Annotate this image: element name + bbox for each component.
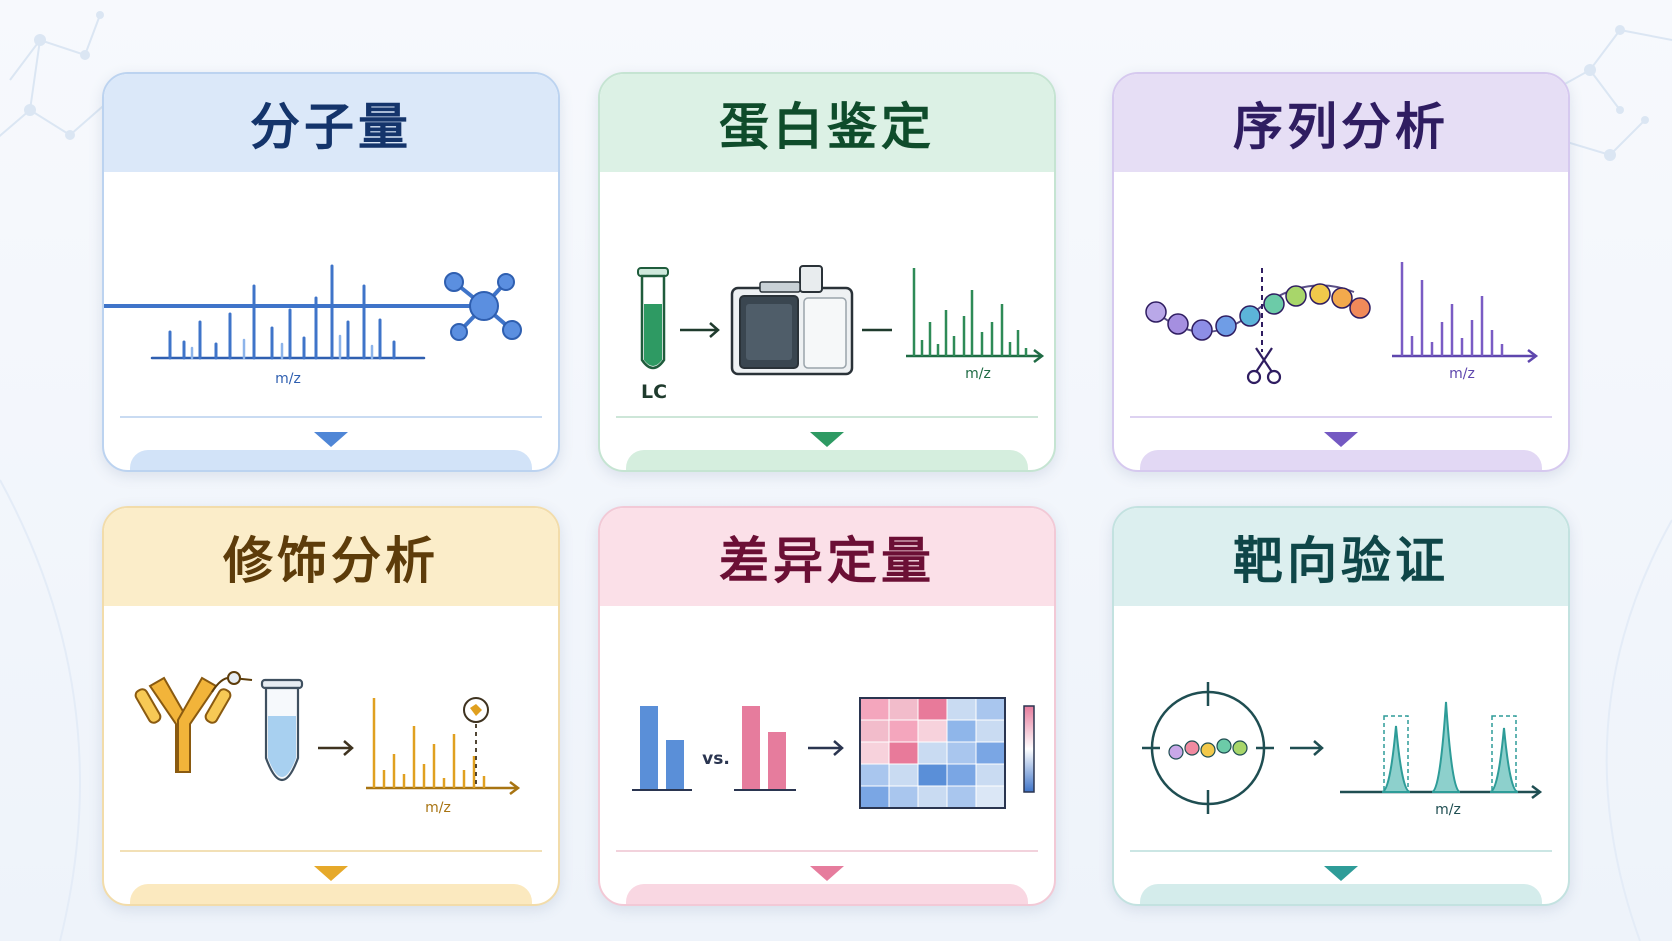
scissors-icon (1246, 347, 1282, 385)
card-title: 差异定量 (600, 508, 1054, 606)
axis-label-mz: m/z (1449, 366, 1475, 382)
down-arrow-icon (810, 866, 844, 881)
arrow-icon (1290, 740, 1324, 756)
card-targeted-validation: 靶向验证 m/z PRM/MRM (1112, 506, 1570, 906)
peptide-chain-icon (1168, 738, 1248, 760)
lc-ms-illustration: LC m/z (637, 265, 1045, 403)
card-divider (120, 850, 542, 852)
card-divider (616, 416, 1038, 418)
method-pill: DIA/TMT (626, 884, 1028, 904)
card-modification-analysis: 修饰分析 (102, 506, 560, 906)
lc-label: LC (641, 381, 667, 403)
peptide-chain-icon (1145, 283, 1371, 341)
down-arrow-icon (314, 866, 348, 881)
bar-pair-blue (632, 706, 692, 791)
card-divider (616, 850, 1038, 852)
mass-spectrum-illustration: m/z (104, 264, 522, 387)
arrow-icon (318, 740, 354, 756)
down-arrow-icon (314, 432, 348, 447)
color-scale-bar (1023, 705, 1035, 793)
card-divider (1130, 850, 1552, 852)
enrichment-illustration: m/z (134, 671, 521, 816)
molecule-icon (104, 272, 522, 341)
down-arrow-icon (810, 432, 844, 447)
card-divider (1130, 416, 1552, 418)
axis-label-mz: m/z (965, 366, 991, 382)
card-title: 蛋白鉴定 (600, 74, 1054, 172)
mass-spectrum (150, 264, 426, 360)
linker-icon (211, 671, 253, 693)
card-sequence-analysis: 序列分析 (1112, 72, 1570, 472)
down-arrow-icon (1324, 866, 1358, 881)
arrow-icon (808, 740, 844, 756)
card-title: 序列分析 (1114, 74, 1568, 172)
card-divider (120, 416, 542, 418)
method-pill: MS/MS (1140, 450, 1542, 470)
card-title: 靶向验证 (1114, 508, 1568, 606)
axis-label-mz: m/z (275, 371, 301, 387)
method-pill: 高分辨MS (130, 450, 532, 470)
mass-spectrum (1392, 262, 1539, 363)
sample-tube-icon (260, 678, 304, 781)
chromatogram (1340, 701, 1543, 799)
mass-spectrum (906, 268, 1045, 363)
arrow-icon (680, 322, 720, 338)
mass-spectrum (366, 698, 521, 795)
peptide-fragmentation-illustration: m/z (1145, 262, 1539, 385)
card-differential-quantification: 差异定量 vs. (598, 506, 1056, 906)
method-pill: PRM/MRM (1140, 884, 1542, 904)
vs-label: vs. (702, 749, 730, 769)
method-pill: 富集+MS (130, 884, 532, 904)
test-tube-icon (637, 267, 669, 370)
method-pill: LC-MS/MS (626, 450, 1028, 470)
modification-marker-icon (463, 697, 489, 723)
card-title: 修饰分析 (104, 508, 558, 606)
target-crosshair-icon (1142, 682, 1274, 814)
mass-spectrometer-icon (730, 265, 854, 376)
card-molecular-weight: 分子量 m/z (102, 72, 560, 472)
quantification-illustration: vs. (632, 697, 1035, 809)
axis-label-mz: m/z (1435, 802, 1461, 818)
heatmap (859, 697, 1006, 809)
axis-label-mz: m/z (425, 800, 451, 816)
targeted-illustration: m/z (1142, 682, 1543, 818)
card-title: 分子量 (104, 74, 558, 172)
down-arrow-icon (1324, 432, 1358, 447)
antibody-icon (134, 676, 232, 773)
bar-pair-pink (734, 706, 796, 791)
card-protein-identification: 蛋白鉴定 LC (598, 72, 1056, 472)
